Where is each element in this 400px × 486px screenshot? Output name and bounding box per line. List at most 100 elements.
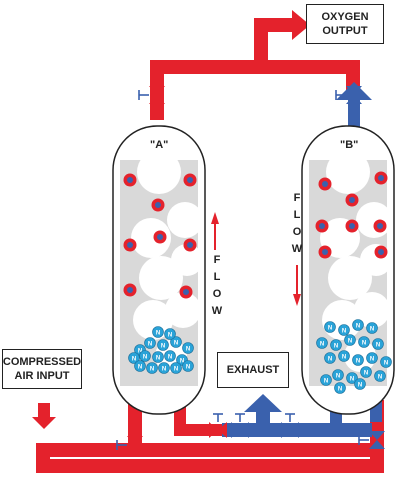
input-arrow [32, 403, 56, 429]
nitrogen-molecule [330, 339, 342, 351]
nitrogen-molecule [338, 350, 350, 362]
nitrogen-molecule [360, 366, 372, 378]
oxygen-core [155, 202, 161, 208]
nitrogen-letter: N [180, 359, 184, 365]
nitrogen-molecule [338, 324, 350, 336]
oxygen-core [349, 223, 355, 229]
nitrogen-letter: N [364, 371, 368, 377]
oxygen-core [349, 197, 355, 203]
nitrogen-letter: N [138, 365, 142, 371]
valve [369, 431, 385, 449]
oxygen-core [187, 242, 193, 248]
nitrogen-letter: N [168, 333, 172, 339]
nitrogen-letter: N [356, 324, 360, 330]
flow-letter: L [213, 271, 221, 283]
nitrogen-molecule [346, 372, 358, 384]
flow-letter: W [211, 305, 223, 317]
oxygen-output-label: OXYGEN OUTPUT [321, 11, 369, 37]
nitrogen-letter: N [174, 367, 178, 373]
nitrogen-letter: N [324, 379, 328, 385]
nitrogen-molecule [139, 350, 151, 362]
valve [346, 86, 362, 104]
valve [231, 422, 249, 438]
nitrogen-molecule [332, 369, 344, 381]
flow-letter: W [291, 243, 303, 255]
flow-letter: O [212, 288, 222, 300]
nitrogen-letter: N [138, 349, 142, 355]
nitrogen-molecule [146, 362, 158, 374]
oxygen-core [157, 234, 163, 240]
nitrogen-letter: N [342, 329, 346, 335]
nitrogen-letter: N [320, 342, 324, 348]
nitrogen-letter: N [378, 375, 382, 381]
nitrogen-letter: N [384, 361, 388, 367]
oxygen-core [322, 249, 328, 255]
oxygen-output-box: OXYGEN OUTPUT [306, 4, 384, 44]
nitrogen-letter: N [156, 356, 160, 362]
nitrogen-letter: N [336, 374, 340, 380]
nitrogen-letter: N [174, 341, 178, 347]
nitrogen-letter: N [186, 347, 190, 353]
nitrogen-letter: N [342, 355, 346, 361]
nitrogen-molecule [352, 354, 364, 366]
nitrogen-letter: N [156, 331, 160, 337]
sieve-bead [165, 292, 201, 328]
nitrogen-letter: N [362, 341, 366, 347]
sieve-bead [354, 292, 390, 328]
nitrogen-letter: N [334, 344, 338, 350]
nitrogen-letter: N [358, 383, 362, 389]
nitrogen-molecule [344, 334, 356, 346]
nitrogen-molecule [316, 337, 328, 349]
nitrogen-molecule [334, 382, 346, 394]
oxygen-core [127, 287, 133, 293]
oxygen-core [127, 242, 133, 248]
flow-letter: F [213, 254, 221, 266]
sieve-bead [139, 256, 183, 300]
valve [209, 422, 227, 438]
sieve-bead [131, 218, 171, 258]
nitrogen-molecule [170, 362, 182, 374]
nitrogen-molecule [320, 374, 332, 386]
nitrogen-molecule [182, 360, 194, 372]
nitrogen-molecule [144, 337, 156, 349]
nitrogen-letter: N [370, 327, 374, 333]
nitrogen-letter: N [168, 355, 172, 361]
sieve-bead [137, 150, 181, 194]
nitrogen-molecule [164, 350, 176, 362]
flow-letter: L [293, 209, 301, 221]
sieve-bead [328, 256, 372, 300]
flow-letter: F [293, 192, 301, 204]
valve [127, 436, 143, 454]
nitrogen-letter: N [350, 377, 354, 383]
nitrogen-letter: N [132, 357, 136, 363]
oxygen-core [377, 223, 383, 229]
nitrogen-molecule [358, 336, 370, 348]
nitrogen-molecule [134, 360, 146, 372]
nitrogen-molecule [182, 342, 194, 354]
sieve-bead [326, 150, 370, 194]
nitrogen-molecule [152, 351, 164, 363]
nitrogen-letter: N [161, 344, 165, 350]
sieve-bead [167, 202, 203, 238]
exhaust-label: EXHAUST [226, 364, 280, 376]
nitrogen-molecule [170, 336, 182, 348]
flow-arrow-down [293, 265, 301, 306]
nitrogen-molecule [374, 370, 386, 382]
valve [149, 86, 165, 104]
flow-arrow-up [211, 212, 219, 250]
nitrogen-letter: N [150, 367, 154, 373]
nitrogen-molecule [157, 339, 169, 351]
nitrogen-letter: N [356, 359, 360, 365]
nitrogen-molecule [380, 356, 392, 368]
nitrogen-molecule [164, 328, 176, 340]
nitrogen-letter: N [143, 355, 147, 361]
flow-letter: O [292, 226, 302, 238]
valve [281, 422, 299, 438]
nitrogen-letter: N [162, 367, 166, 373]
oxygen-core [378, 175, 384, 181]
